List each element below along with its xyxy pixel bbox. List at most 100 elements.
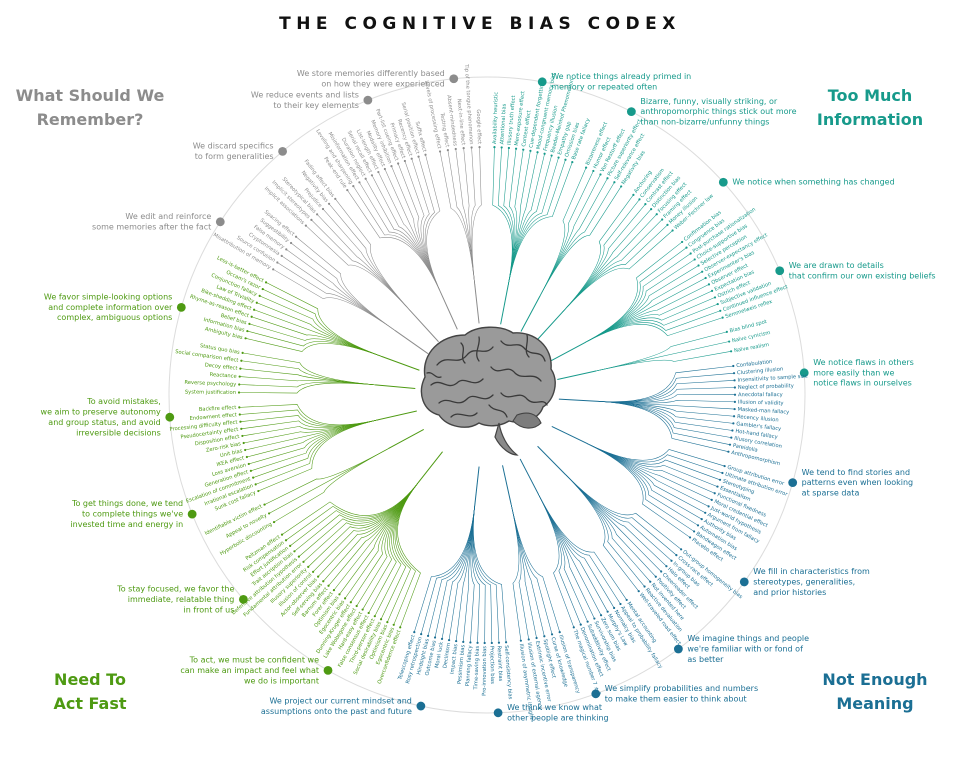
bias-label: Reverse psychology bbox=[184, 380, 236, 388]
bias-dot bbox=[420, 632, 423, 636]
group-dot bbox=[591, 689, 601, 699]
bias-dot bbox=[390, 165, 393, 168]
branch-twig bbox=[587, 443, 699, 526]
bias-dot bbox=[606, 177, 609, 180]
bias-dot bbox=[710, 498, 713, 501]
bias-label: Tip of the tongue phenomenon bbox=[463, 63, 474, 145]
bias-label: Insensitivity to sample size bbox=[737, 374, 808, 384]
bias-dot bbox=[338, 593, 341, 596]
bias-dot bbox=[718, 478, 722, 481]
bias-dot bbox=[399, 626, 402, 629]
bias-dot bbox=[312, 570, 315, 573]
bias-branch bbox=[346, 95, 458, 330]
bias-label: Google effect bbox=[475, 109, 482, 144]
bias-label: Impact bias bbox=[450, 643, 460, 674]
branch-twig bbox=[538, 494, 575, 628]
branch-twig bbox=[565, 474, 677, 556]
bias-dot bbox=[307, 565, 310, 568]
quadrant-label-act-fast: Need To Act Fast bbox=[53, 670, 127, 713]
branch-twig bbox=[585, 265, 699, 343]
bias-dot bbox=[440, 637, 444, 640]
bias-dot bbox=[700, 518, 703, 521]
bias-label: Illusory truth effect bbox=[507, 95, 517, 145]
branch-trunk bbox=[474, 466, 480, 507]
page-title: THE COGNITIVE BIAS CODEX bbox=[279, 14, 681, 34]
branch-twig bbox=[242, 352, 376, 386]
bias-dot bbox=[730, 350, 733, 353]
bias-dot bbox=[572, 626, 575, 629]
branch-twig bbox=[239, 382, 376, 394]
group-description: irreversible decisions bbox=[76, 428, 161, 437]
bias-dot bbox=[476, 641, 479, 644]
bias-label: Illusion of validity bbox=[738, 399, 784, 406]
bias-dot bbox=[650, 207, 653, 211]
bias-dot bbox=[688, 536, 692, 539]
branch-trunk bbox=[519, 458, 539, 495]
group-description: we aim to preserve autonomy bbox=[41, 407, 161, 416]
bias-dot bbox=[248, 322, 251, 325]
bias-label: Recency illusion bbox=[737, 414, 779, 424]
bias-dot bbox=[349, 601, 352, 604]
bias-dot bbox=[730, 436, 733, 439]
bias-dot bbox=[392, 623, 395, 626]
branch-twig bbox=[538, 494, 581, 625]
bias-dot bbox=[249, 469, 252, 472]
branch-twig bbox=[587, 443, 715, 494]
bias-dot bbox=[426, 634, 430, 637]
bias-dot bbox=[637, 590, 640, 593]
bias-label: Next-in-line effect bbox=[456, 99, 466, 146]
bias-dot bbox=[721, 471, 724, 475]
group-description: We project our current mindset and bbox=[269, 696, 411, 705]
bias-label: Backfire effect bbox=[199, 405, 237, 413]
bias-dot bbox=[593, 617, 596, 620]
branch-twig bbox=[587, 443, 718, 487]
group-description: We think we know what bbox=[507, 703, 602, 712]
bias-dot bbox=[713, 492, 716, 495]
bias-dot bbox=[732, 415, 736, 418]
branch-twig bbox=[248, 419, 378, 465]
bias-branch bbox=[187, 404, 417, 519]
branch-trunk bbox=[550, 341, 586, 362]
group-dot bbox=[165, 412, 175, 422]
bias-dot bbox=[681, 240, 684, 244]
quadrant-label-too-much-information: Too Much Information bbox=[816, 86, 924, 129]
bias-dot bbox=[571, 161, 574, 164]
group-description: to their key elements bbox=[273, 101, 358, 110]
bias-dot bbox=[733, 379, 736, 382]
group-description: that confirm our own existing beliefs bbox=[789, 271, 936, 280]
group-description: We notice things already primed in bbox=[551, 72, 691, 81]
bias-dot bbox=[707, 283, 711, 286]
group-dot bbox=[775, 266, 785, 276]
bias-dot bbox=[433, 636, 437, 639]
group-dot bbox=[799, 368, 809, 378]
bias-dot bbox=[413, 631, 416, 634]
bias-dot bbox=[310, 218, 313, 221]
bias-dot bbox=[727, 450, 730, 453]
bias-dot bbox=[519, 639, 522, 642]
bias-label: Unit bias bbox=[219, 448, 243, 459]
bias-dot bbox=[332, 589, 336, 592]
branch-twig bbox=[471, 147, 482, 284]
branch-layer bbox=[165, 74, 809, 718]
branch-twig bbox=[565, 474, 639, 592]
group-description: at sparse data bbox=[802, 489, 860, 498]
bias-dot bbox=[263, 503, 266, 506]
group-dot bbox=[278, 146, 287, 156]
branch-twig bbox=[317, 482, 419, 577]
bias-dot bbox=[327, 584, 330, 587]
bias-dot bbox=[355, 604, 358, 608]
branch-twig bbox=[439, 151, 475, 284]
bias-dot bbox=[693, 530, 696, 533]
group-description: notice flaws in ourselves bbox=[813, 379, 912, 388]
bias-dot bbox=[272, 268, 275, 271]
bias-label: Confabulation bbox=[736, 359, 773, 369]
bias-branch bbox=[519, 458, 628, 699]
bias-dot bbox=[247, 462, 250, 466]
branch-twig bbox=[565, 474, 672, 561]
bias-dot bbox=[675, 554, 678, 557]
bias-dot bbox=[620, 185, 623, 188]
group-description: To get things done, we tend bbox=[71, 499, 183, 508]
branch-trunk bbox=[551, 425, 589, 445]
bias-dot bbox=[343, 597, 347, 600]
group-description: To act, we must be confident we bbox=[189, 655, 319, 664]
